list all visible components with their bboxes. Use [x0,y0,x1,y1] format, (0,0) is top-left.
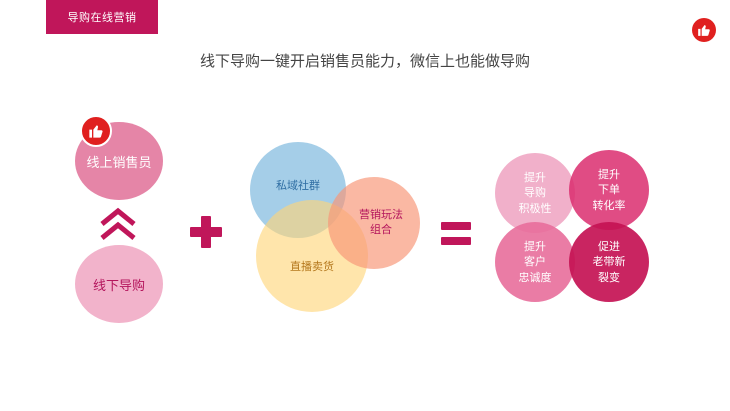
double-chevron-up-icon [100,207,136,240]
result-line: 积极性 [518,201,552,215]
result-line: 促进 [598,239,620,253]
result-circle: 提升 客户 忠诚度 [495,222,575,302]
thumbs-up-icon [692,18,716,42]
plus-icon [190,216,222,248]
venn-marketing-combo-line1: 营销玩法 [359,208,403,222]
result-line: 导购 [524,186,546,200]
section-tag: 导购在线营销 [46,0,158,34]
headline: 线下导购一键开启销售员能力，微信上也能做导购 [199,52,530,70]
result-line: 客户 [524,255,546,269]
result-line: 老带新 [592,255,626,269]
venn-private-community-label: 私域社群 [276,179,320,192]
result-line: 提升 [524,170,546,184]
result-circle: 提升 下单 转化率 [569,150,649,230]
result-line: 忠诚度 [518,270,552,284]
offline-guide-label: 线下导购 [92,278,145,294]
venn-marketing-combo-line2: 组合 [370,223,392,236]
result-line: 裂变 [598,270,620,284]
result-line: 下单 [598,183,620,197]
venn-marketing-combo: 营销玩法 组合 [328,177,420,269]
online-salesperson-label: 线上销售员 [86,155,152,171]
result-line: 转化率 [592,198,626,212]
result-line: 提升 [524,239,546,253]
result-line: 提升 [598,167,620,181]
result-circle: 促进 老带新 裂变 [569,222,649,302]
equals-icon [441,222,471,246]
offline-guide-circle: 线下导购 [75,245,163,323]
result-circle: 提升 导购 积极性 [495,153,575,233]
thumbs-up-icon [80,115,112,147]
venn-live-selling-label: 直播卖货 [290,260,334,273]
